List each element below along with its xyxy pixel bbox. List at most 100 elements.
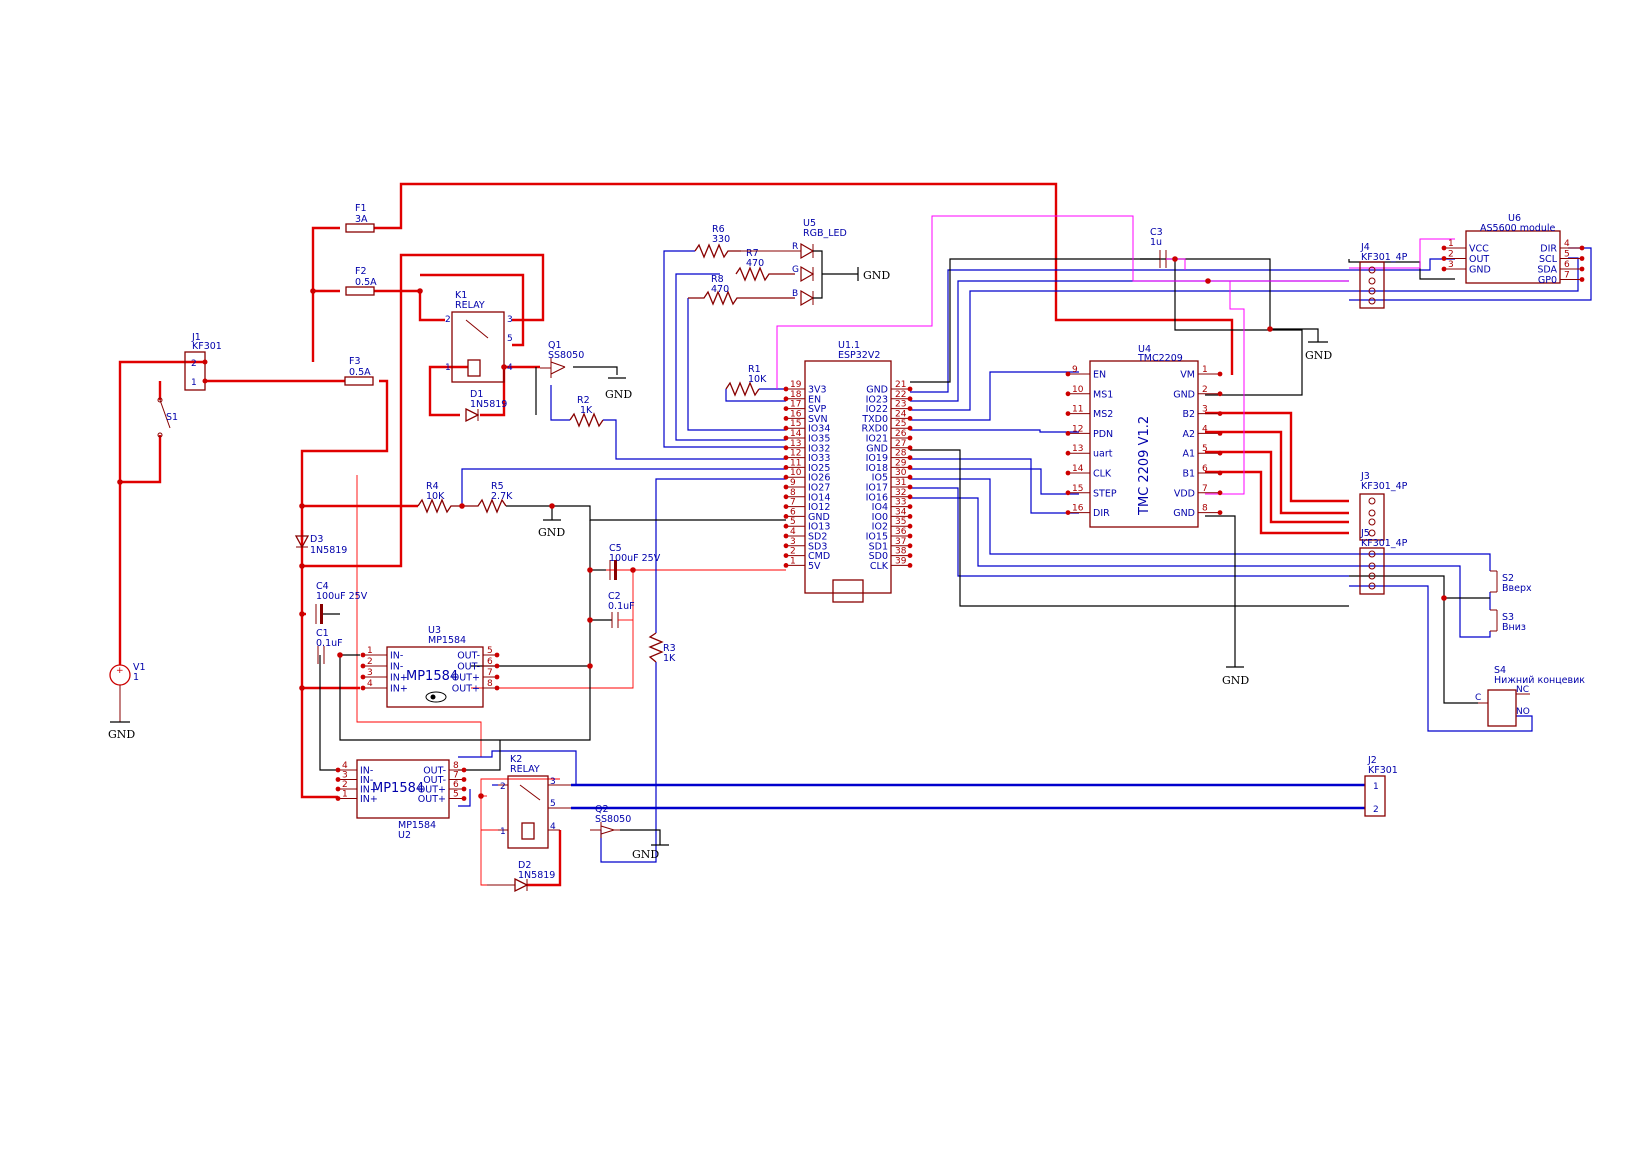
resistor-r5: R5 2.7K GND <box>462 481 565 539</box>
u1-pin-28-number: 28 <box>895 449 907 459</box>
resistor-r6: R6 330 <box>694 224 741 259</box>
u3-pin-4-number: 4 <box>367 679 373 689</box>
u1-pin-34-end <box>907 514 913 519</box>
u4-pin-6-end <box>1217 470 1223 476</box>
u4-pin-12-name: PDN <box>1093 429 1113 440</box>
gnd-tmc: GND <box>1222 666 1249 687</box>
u2-pin-2-name: IN+ <box>360 785 378 796</box>
u2-pin-7-end <box>461 777 467 782</box>
u1-pin-24-number: 24 <box>895 409 907 419</box>
relay-k2: K2 RELAY 2 3 5 1 4 <box>481 754 571 849</box>
u4-pin-10-number: 10 <box>1072 385 1084 395</box>
u1-pin-2-end <box>783 553 789 558</box>
u4-pin-2-end <box>1217 391 1223 397</box>
u1-pin-19-name: 3V3 <box>808 385 827 396</box>
k1-pin2: 2 <box>445 315 451 325</box>
u1-pin-13-name: IO32 <box>808 443 830 454</box>
u1-pin-35-end <box>907 523 913 529</box>
u1-pin-10-number: 10 <box>790 468 802 478</box>
u2-pin-6-number: 6 <box>453 780 459 790</box>
u4-pin-6-name: B1 <box>1182 469 1195 480</box>
u1-pin-7-number: 7 <box>790 498 796 508</box>
u1-pin-15-end <box>783 425 789 431</box>
u3-pin-8-end <box>494 685 500 691</box>
q2-ref: Q2 <box>595 804 609 815</box>
u1-pin-38-name: SD0 <box>869 551 888 562</box>
u4-value: TMC2209 <box>1137 353 1183 364</box>
gnd-v1: GND <box>108 728 135 741</box>
r4-ref: R4 <box>426 481 439 492</box>
u6-pin-5-number: 5 <box>1564 250 1570 260</box>
j3-ref: J3 <box>1360 471 1370 482</box>
u1-pin-25-end <box>907 425 913 431</box>
u3-pin-1-name: IN- <box>390 651 403 662</box>
u2-pin-5-name: OUT+ <box>418 794 446 805</box>
d1-value: 1N5819 <box>470 399 507 410</box>
u3-pin-1-end <box>360 652 366 658</box>
c1-value: 0.1uF <box>316 638 343 649</box>
source-v1: + V1 1 GND <box>108 662 146 741</box>
c4-value: 100uF 25V <box>316 591 368 602</box>
u1-pin-22-number: 22 <box>895 390 906 400</box>
u1-pin-9-name: IO27 <box>808 483 830 494</box>
u2-pin-4-end <box>335 767 341 773</box>
u1-pin-29-number: 29 <box>895 458 907 468</box>
u1-pin-1-name: 5V <box>808 561 821 572</box>
d2-ref: D2 <box>518 860 531 871</box>
connector-j5: J5 KF301_4P <box>1359 528 1408 595</box>
j4-value: KF301_4P <box>1361 252 1408 263</box>
u5-value: RGB_LED <box>803 228 847 239</box>
k1-pin1: 1 <box>445 363 451 373</box>
u4-pin-6-number: 6 <box>1202 464 1208 474</box>
k2-pin1: 1 <box>500 827 506 837</box>
u4-pin-12-end <box>1065 431 1071 436</box>
u1-pin-16-name: SVN <box>808 414 828 425</box>
u1-pin-22-name: IO23 <box>866 394 888 405</box>
s4-pin-nc: NC <box>1516 685 1529 695</box>
fuse-f1: F1 3A <box>345 203 375 233</box>
u1-pin-6-end <box>783 514 789 519</box>
u1-pin-4-name: SD2 <box>808 532 827 543</box>
u1-pin-18-name: EN <box>808 394 821 405</box>
u4-pin-13-name: uart <box>1093 449 1113 460</box>
d1-ref: D1 <box>470 389 483 400</box>
c4-ref: C4 <box>316 581 329 592</box>
u1-pin-12-name: IO33 <box>808 453 830 464</box>
u4-title: TMC 2209 V1.2 <box>1137 416 1152 516</box>
capacitor-c1: C1 0.1uF <box>316 628 343 664</box>
u4-pin-2-name: GND <box>1173 389 1195 400</box>
r2-value: 1K <box>580 405 593 416</box>
u1-pin-28-name: IO19 <box>866 453 888 464</box>
u1-pin-25-name: RXD0 <box>862 424 888 435</box>
u6-pin-1-name: VCC <box>1469 244 1489 255</box>
j2-pin1: 1 <box>1373 782 1379 792</box>
u2-pin-1-name: IN+ <box>360 794 378 805</box>
u1-pin-13-end <box>783 445 789 451</box>
u4-pin-9-end <box>1065 371 1071 377</box>
u3-ref: U3 <box>428 625 441 636</box>
switch-s1: S1 <box>157 397 178 438</box>
u1-pin-31-end <box>907 484 913 490</box>
u3-pin-3-name: IN+ <box>390 673 408 684</box>
u1-pin-24-end <box>907 416 913 421</box>
u1-pin-26-number: 26 <box>895 429 907 439</box>
u3-pin-4-name: IN+ <box>390 684 408 695</box>
u6-pin-2-end <box>1441 256 1447 261</box>
capacitor-c5: C5 100uF 25V <box>609 543 661 580</box>
gnd-q2: GND <box>632 848 659 861</box>
u4-pin-4-end <box>1217 431 1223 436</box>
u1-pin-25-number: 25 <box>895 419 906 429</box>
u1-pin-27-name: GND <box>866 443 888 454</box>
v1-value: 1 <box>133 672 139 683</box>
u5-pin-r: R <box>792 242 798 252</box>
k2-value: RELAY <box>510 764 540 775</box>
u1-pin-8-end <box>783 494 789 500</box>
u1-pin-12-end <box>783 455 789 460</box>
u4-pin-5-end <box>1217 450 1223 456</box>
rgb-led-u5: U5 RGB_LED R G B GND <box>741 218 890 307</box>
u1-pin-26-name: IO21 <box>866 434 888 445</box>
u4-pin-9-name: EN <box>1093 370 1106 381</box>
